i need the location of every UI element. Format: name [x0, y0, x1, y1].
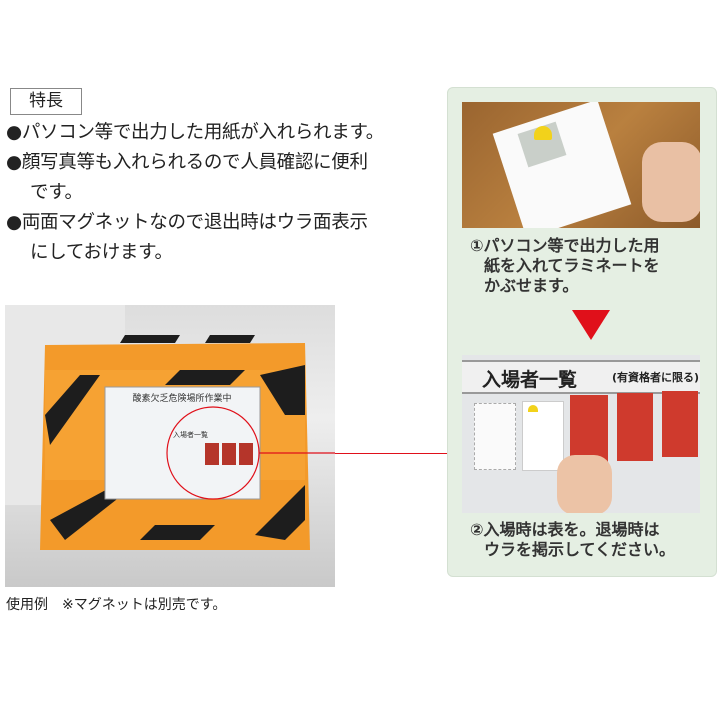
step2-line2: ウラを掲示してください。 [484, 540, 676, 559]
step1-line3: かぶせます。 [484, 276, 579, 295]
feature-bullet-2: ●顔写真等も入れられるので人員確認に便利 [6, 152, 368, 173]
step2-line1: ②入場時は表を。退場時は [470, 520, 660, 539]
board-note: (有資格者に限る) [612, 371, 700, 384]
step1-line1: ①パソコン等で出力した用 [470, 236, 660, 255]
feature-bullet-1: ●パソコン等で出力した用紙が入れられます。 [6, 122, 384, 143]
sign-list-title: 入場者一覧 [173, 430, 208, 439]
connector-line [335, 453, 457, 454]
step1-line2: 紙を入れてラミネートを [484, 256, 660, 275]
feature-bullet-2-cont: です。 [30, 182, 83, 203]
sign-title: 酸素欠乏危険場所作業中 [132, 392, 231, 404]
board-title: 入場者一覧 [482, 369, 578, 391]
step2-photo: 入場者一覧 (有資格者に限る) [462, 355, 700, 513]
feature-bullet-3-cont: にしておけます。 [30, 242, 173, 263]
features-label: 特長 [10, 88, 82, 115]
usage-example-photo: 酸素欠乏危険場所作業中 入場者一覧 [5, 305, 335, 587]
photo-caption: 使用例 ※マグネットは別売です。 [6, 597, 227, 613]
step1-photo [462, 102, 700, 228]
arrow-down-icon [572, 310, 610, 340]
feature-bullet-3: ●両面マグネットなので退出時はウラ面表示 [6, 212, 368, 233]
